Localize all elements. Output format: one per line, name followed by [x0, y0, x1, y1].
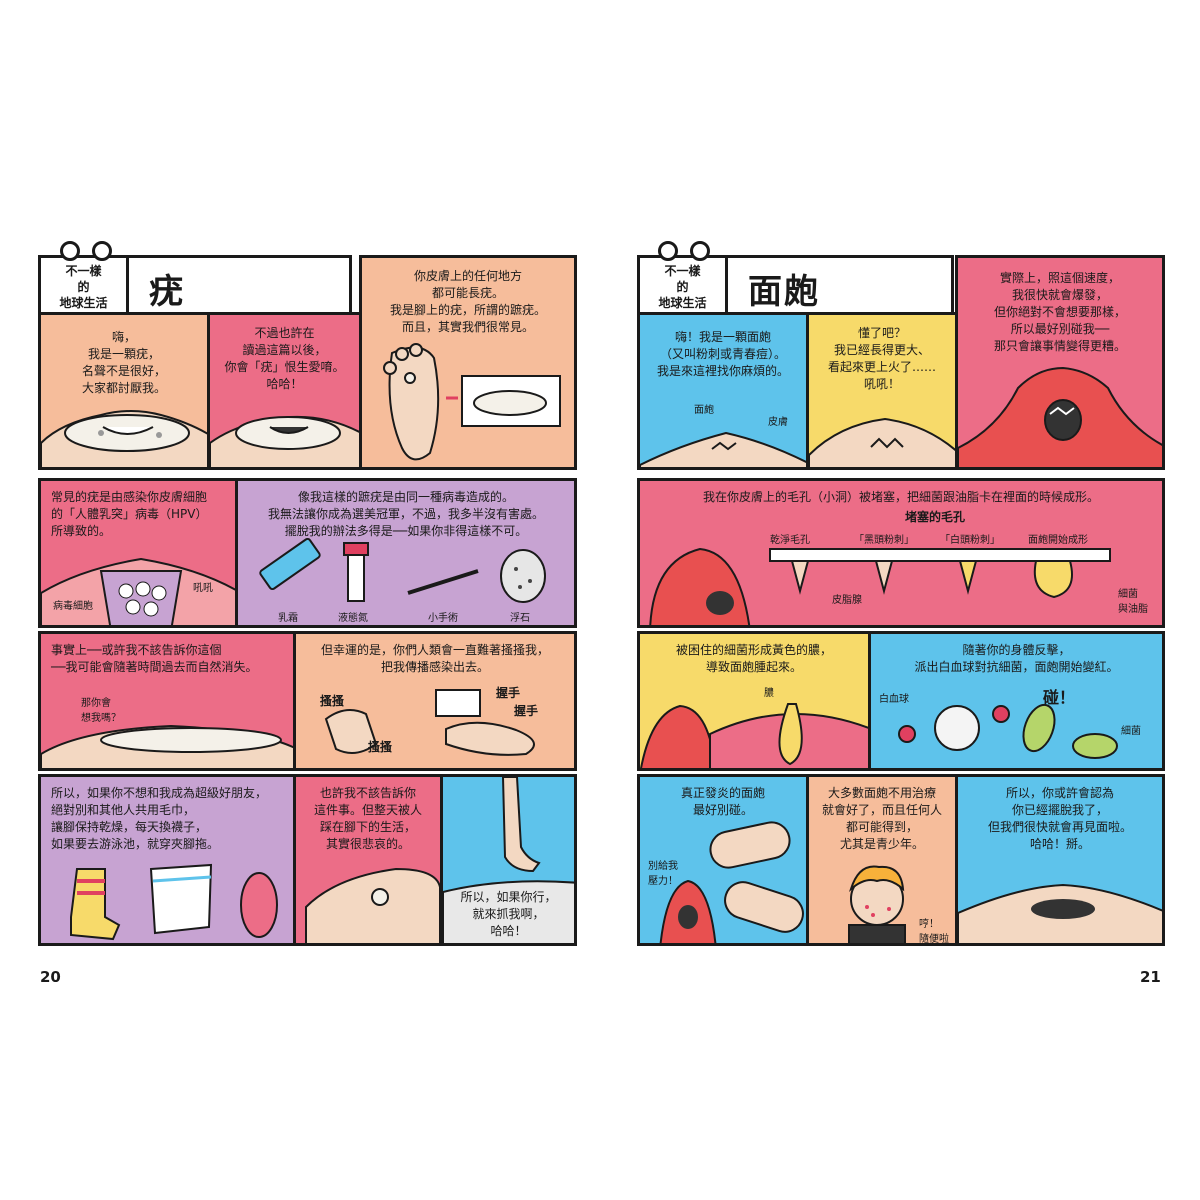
- sock-towel-sandal-illustration: [70, 863, 278, 941]
- panel-4-subtitle: 堵塞的毛孔: [904, 510, 965, 524]
- tool-label-cream: 乳霜: [278, 613, 298, 624]
- left-title-panel: 不一樣 的 地球生活 疣: [38, 255, 352, 315]
- sfx-handshake: 握手: [496, 686, 521, 700]
- pimple-illustration: [958, 366, 1162, 467]
- left-section-tab: 不一樣 的 地球生活: [41, 258, 129, 312]
- pimple-illustration: [809, 417, 955, 467]
- right-panel-4: 我在你皮膚上的毛孔（小洞）被堵塞，把細菌跟油脂卡在裡面的時候成形。 堵塞的毛孔 …: [637, 478, 1165, 628]
- foot-icon: [305, 867, 440, 943]
- right-page-title: 面皰: [748, 272, 820, 312]
- left-panel-9: 也許我不該告訴你 這件事。但整天被人 踩在腳下的生活， 其實很悲哀的。: [293, 774, 443, 946]
- left-panel-1: 嗨， 我是一顆疣， 名聲不是很好， 大家都討厭我。: [38, 312, 210, 470]
- tool-label-surgery: 小手術: [428, 613, 458, 624]
- label-white-blood-cell: 白血球: [879, 694, 909, 705]
- foot-icon: [383, 343, 561, 461]
- panel-7-text: 真正發炎的面皰 最好別碰。: [680, 786, 765, 817]
- binder-ring-icon: [658, 241, 678, 261]
- panel-1-text: 嗨！我是一顆面皰 （又叫粉刺或青春痘）。 我是來這裡找你麻煩的。: [656, 330, 789, 378]
- left-panel-5: 像我這樣的蹠疣是由同一種病毒造成的。 我無法讓你成為選美冠軍，不過，我多半沒有害…: [235, 478, 577, 628]
- sfx-handshake: 握手: [514, 704, 539, 718]
- label-sebaceous-gland: 皮脂腺: [832, 595, 862, 606]
- page-number: 20: [40, 968, 61, 986]
- label-pus: 膿: [764, 688, 774, 699]
- page-number: 21: [1140, 968, 1161, 986]
- right-panel-6: 隨著你的身體反擊， 派出白血球對抗細菌，面皰開始變紅。 白血球 細菌 碰！: [868, 631, 1165, 771]
- right-panel-8: 大多數面皰不用治療 就會好了，而且任何人 都可能得到， 尤其是青少年。 哼！ 隨…: [806, 774, 958, 946]
- sfx-scratch: 搔搔: [320, 694, 345, 708]
- pore-label-whitehead: 「白頭粉刺」: [940, 535, 1000, 546]
- right-panel-1: 嗨！我是一顆面皰 （又叫粉刺或青春痘）。 我是來這裡找你麻煩的。 面皰 皮膚: [637, 312, 809, 470]
- pore-label-clean: 乾淨毛孔: [770, 535, 810, 546]
- panel-3-text: 你皮膚上的任何地方 都可能長疣。 我是腳上的疣，所謂的蹠疣。 而且，其實我們很常…: [389, 269, 546, 334]
- panel-9-text: 也許我不該告訴你 這件事。但整天被人 踩在腳下的生活， 其實很悲哀的。: [313, 786, 422, 851]
- binder-ring-icon: [690, 241, 710, 261]
- teen-boy-illustration: [848, 865, 906, 943]
- panel-1-text: 嗨， 我是一顆疣， 名聲不是很好， 大家都討厭我。: [81, 330, 166, 395]
- right-panel-3: 實際上，照這個速度， 我很快就會爆發， 但你絕對不會想要那樣， 所以最好別碰我─…: [955, 255, 1165, 470]
- pore-diagram: [649, 547, 1111, 625]
- wart-illustration: [210, 415, 359, 467]
- speech-bubble: 哼！ 隨便啦: [919, 919, 949, 945]
- foot-icon: [443, 777, 574, 943]
- left-panel-3: 你皮膚上的任何地方 都可能長疣。 我是腳上的疣，所謂的蹠疣。 而且，其實我們很常…: [359, 255, 577, 470]
- panel-7-text: 但幸運的是，你們人類會一直難著搔搔我， 把我傳播感染出去。: [320, 643, 549, 674]
- white-blood-cell-fight: [898, 703, 1118, 759]
- label-bacteria: 細菌: [1121, 726, 1141, 737]
- panel-4-text: 我在你皮膚上的毛孔（小洞）被堵塞，把細菌跟油脂卡在裡面的時候成形。: [702, 490, 1099, 504]
- right-section-tab: 不一樣 的 地球生活: [640, 258, 728, 312]
- left-panel-4: 常見的疣是由感染你皮膚細胞 的「人體乳突」病毒（HPV） 所導致的。 病毒細胞 …: [38, 478, 238, 628]
- binder-ring-icon: [60, 241, 80, 261]
- tool-label-pumice: 浮石: [510, 613, 530, 624]
- wart-illustration: [41, 410, 207, 467]
- label-virus-cells: 病毒細胞: [53, 601, 93, 612]
- left-panel-7: 但幸運的是，你們人類會一直難著搔搔我， 把我傳播感染出去。 搔搔 搔搔 握手 握…: [293, 631, 577, 771]
- panel-4-text: 常見的疣是由感染你皮膚細胞 的「人體乳突」病毒（HPV） 所導致的。: [51, 490, 208, 538]
- left-panel-8: 所以，如果你不想和我成為超級好朋友， 絕對別和其他人共用毛巾， 讓腳保持乾燥，每…: [38, 774, 296, 946]
- panel-2-text: 懂了吧？ 我已經長得更大、 看起來更上火了…… 吼吼！: [827, 326, 936, 391]
- sfx-scratch: 搔搔: [368, 740, 393, 754]
- virus-cells-illustration: [41, 557, 235, 625]
- label-sfx: 吼吼: [193, 583, 213, 594]
- speech-bubble: 那你會 想我嗎？: [81, 698, 121, 724]
- left-panel-2: 不過也許在 讀過這篇以後， 你會「疣」恨生愛唷。 哈哈！: [207, 312, 362, 470]
- left-panel-10: 所以，如果你行， 就來抓我啊， 哈哈！: [440, 774, 577, 946]
- label-bacteria-oil: 細菌 與油脂: [1118, 589, 1148, 615]
- right-panel-5: 被困住的細菌形成黃色的膿， 導致面皰腫起來。 膿: [637, 631, 871, 771]
- pore-label-blackhead: 「黑頭粉刺」: [854, 535, 914, 546]
- tool-label-liquid-nitrogen: 液態氮: [338, 613, 368, 624]
- panel-6-text: 隨著你的身體反擊， 派出白血球對抗細菌，面皰開始變紅。: [914, 643, 1119, 674]
- hands-illustration: [324, 689, 535, 756]
- right-panel-9: 所以，你或許會認為 你已經擺脫我了， 但我們很快就會再見面啦。 哈哈！掰。: [955, 774, 1165, 946]
- right-title-panel: 不一樣 的 地球生活 面皰: [637, 255, 954, 315]
- panel-6-text: 事實上──或許我不該告訴你這個 ──我可能會隨著時間過去而自然消失。: [51, 643, 258, 674]
- panel-5-text: 被困住的細菌形成黃色的膿， 導致面皰腫起來。: [675, 643, 832, 674]
- wart-illustration: [41, 724, 293, 768]
- pimple-illustration: [640, 431, 806, 467]
- panel-2-text: 不過也許在 讀過這篇以後， 你會「疣」恨生愛唷。 哈哈！: [224, 326, 345, 391]
- binder-ring-icon: [92, 241, 112, 261]
- sfx-bang: 碰！: [1043, 688, 1076, 707]
- left-panel-6: 事實上──或許我不該告訴你這個 ──我可能會隨著時間過去而自然消失。 那你會 想…: [38, 631, 296, 771]
- panel-3-text: 實際上，照這個速度， 我很快就會爆發， 但你絕對不會想要那樣， 所以最好別碰我─…: [993, 271, 1126, 353]
- left-page-title: 疣: [149, 272, 185, 312]
- right-panel-7: 真正發炎的面皰 最好別碰。 別給我 壓力！: [637, 774, 809, 946]
- panel-5-text: 像我這樣的蹠疣是由同一種病毒造成的。 我無法讓你成為選美冠軍，不過，我多半沒有害…: [267, 490, 544, 538]
- tools-illustration: [259, 537, 546, 603]
- speech-bubble: 別給我 壓力！: [648, 861, 678, 887]
- panel-9-text: 所以，你或許會認為 你已經擺脫我了， 但我們很快就會再見面啦。 哈哈！掰。: [987, 786, 1132, 851]
- panel-8-text: 大多數面皰不用治療 就會好了，而且任何人 都可能得到， 尤其是青少年。: [821, 786, 942, 851]
- finger-squeeze-illustration: [659, 821, 804, 943]
- label-skin: 皮膚: [768, 417, 788, 428]
- pore-label-pimple-forming: 面皰開始成形: [1028, 535, 1088, 546]
- pimple-illustration: [958, 883, 1162, 943]
- right-panel-2: 懂了吧？ 我已經長得更大、 看起來更上火了…… 吼吼！: [806, 312, 958, 470]
- label-pimple: 面皰: [694, 405, 714, 416]
- pimple-cross-section: [640, 703, 868, 768]
- panel-8-text: 所以，如果你不想和我成為超級好朋友， 絕對別和其他人共用毛巾， 讓腳保持乾燥，每…: [51, 786, 268, 851]
- panel-10-text: 所以，如果你行， 就來抓我啊， 哈哈！: [460, 890, 557, 938]
